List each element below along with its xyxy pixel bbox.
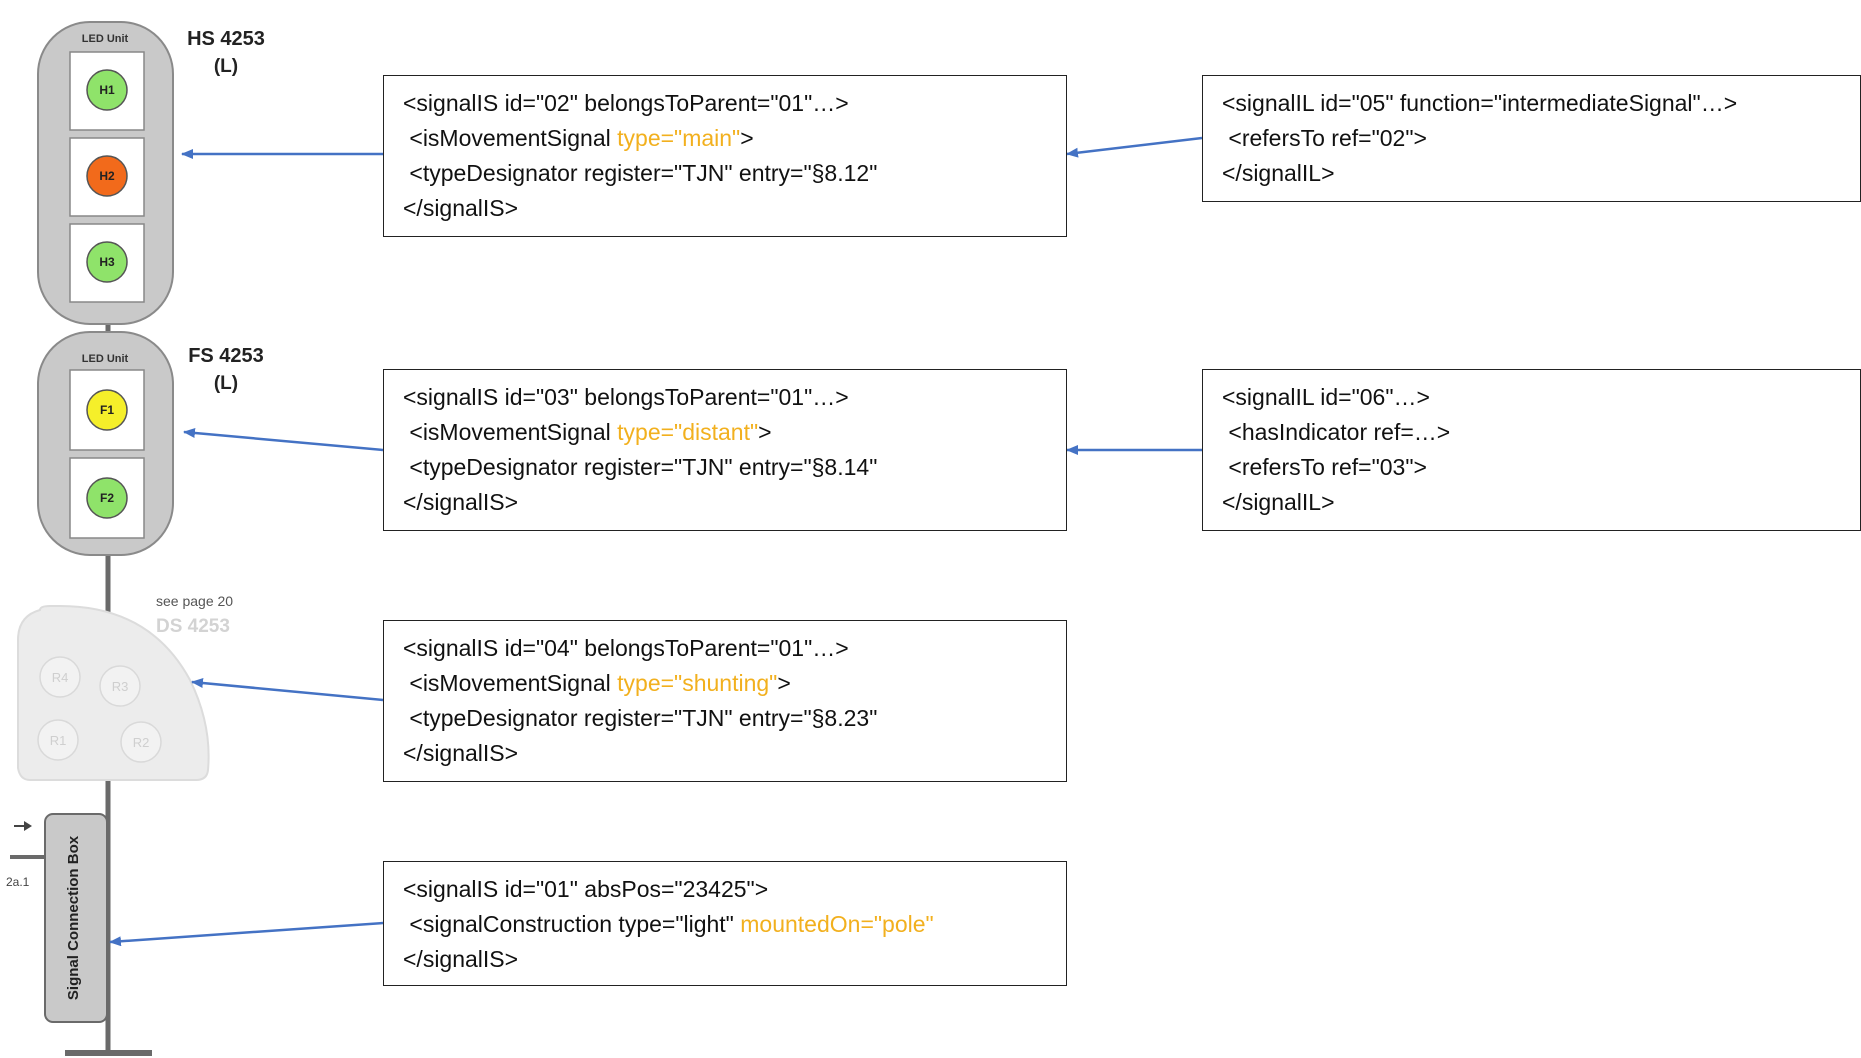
ds-lamp-label-r1: R1 [50,733,67,748]
highlighted-attribute: type="distant" [617,419,759,445]
code-text: <hasIndicator ref=…> [1222,419,1451,445]
signal-connection-box: 2a.1 Signal Connection Box [6,813,108,1023]
code-line: </signalIS> [403,485,1066,520]
arrow-box04-to-ds [191,678,384,702]
code-text: <signalConstruction type="light" [403,911,741,937]
fs-lamp-label-f1: F1 [100,403,114,417]
arrow-box05-to-box02 [1066,136,1203,158]
code-line: <hasIndicator ref=…> [1222,415,1860,450]
fs-side: (L) [214,373,238,394]
ds-lamp-r2 [120,721,162,763]
code-line: </signalIL> [1222,485,1860,520]
code-line: </signalIS> [403,191,1066,226]
code-line: <isMovementSignal type="distant"> [403,415,1066,450]
fs-lamp-label-f2: F2 [100,491,114,505]
code-line: <typeDesignator register="TJN" entry="§8… [403,156,1066,191]
ds-lamp-label-r3: R3 [112,679,129,694]
code-line: </signalIS> [403,942,1066,977]
code-box-signal-04: <signalIS id="04" belongsToParent="01"…>… [383,620,1067,782]
fs-lamp-f1 [86,389,128,431]
code-text: <signalIS id="01" absPos="23425"> [403,876,769,902]
hs-lamp-label-h2: H2 [99,169,115,183]
code-text: <refersTo ref="03"> [1222,454,1427,480]
hs-lamp-label-h3: H3 [99,255,115,269]
hs-unit-label: LED Unit [82,33,129,45]
code-line: <isMovementSignal type="main"> [403,121,1066,156]
code-text: </signalIS> [403,489,519,515]
hs-title: HS 4253 [187,28,265,50]
ds-lamp-label-r2: R2 [133,735,150,750]
code-text: <isMovementSignal [403,419,618,445]
box-label: Signal Connection Box [65,835,82,1000]
code-line: <refersTo ref="02"> [1222,121,1860,156]
input-arrow-head [24,821,32,831]
hs-lamp-h3 [86,241,128,283]
code-text: </signalIS> [403,740,519,766]
highlighted-attribute: type="shunting" [617,670,778,696]
code-text: <isMovementSignal [403,670,618,696]
code-text: <refersTo ref="02"> [1222,125,1427,151]
distant-signal-fs: LED Unit F1 F2 FS 4253 (L) [37,331,264,556]
code-line: <signalIS id="02" belongsToParent="01"…> [403,86,1066,121]
fs-unit-label: LED Unit [82,353,129,365]
arrow-box01-to-connection-box [109,921,384,947]
code-text: <typeDesignator register="TJN" entry="§8… [403,705,878,731]
code-line: <signalIL id="06"…> [1222,380,1860,415]
code-text: <signalIS id="03" belongsToParent="01"…> [403,384,849,410]
highlighted-attribute: type="main" [617,125,741,151]
code-box-signal-06: <signalIL id="06"…> <hasIndicator ref=…>… [1202,369,1861,531]
code-text: </signalIL> [1222,489,1335,515]
code-text: > [777,670,791,696]
code-text: > [740,125,754,151]
connector-arrows [109,136,1203,947]
ds-lamp-r4 [39,656,81,698]
hs-lamp-h1 [86,69,128,111]
ds-note: see page 20 [156,593,233,609]
code-line: <typeDesignator register="TJN" entry="§8… [403,701,1066,736]
ds-title: DS 4253 [156,616,230,637]
code-line: <refersTo ref="03"> [1222,450,1860,485]
code-text: <typeDesignator register="TJN" entry="§8… [403,454,878,480]
code-text: </signalIS> [403,946,519,972]
code-line: </signalIL> [1222,156,1860,191]
code-line: </signalIS> [403,736,1066,771]
box-line-label: 2a.1 [6,875,30,889]
hs-lamp-label-h1: H1 [99,83,115,97]
code-text: <signalIL id="05" function="intermediate… [1222,90,1738,116]
main-signal-hs: LED Unit H1 H2 H3 HS 4253 (L) [37,21,265,325]
code-text: <signalIS id="02" belongsToParent="01"…> [403,90,849,116]
fs-title: FS 4253 [188,345,264,367]
code-line: <isMovementSignal type="shunting"> [403,666,1066,701]
code-box-signal-02: <signalIS id="02" belongsToParent="01"…>… [383,75,1067,237]
box-body [44,813,108,1023]
shunting-signal-ds: R4 R3 R1 R2 see page 20 DS 4253 [17,593,233,781]
code-text: <isMovementSignal [403,125,618,151]
code-line: <signalIS id="03" belongsToParent="01"…> [403,380,1066,415]
fs-lamp-f2 [86,477,128,519]
hs-lamp-h2 [86,155,128,197]
code-line: <signalIL id="05" function="intermediate… [1222,86,1860,121]
code-text: <typeDesignator register="TJN" entry="§8… [403,160,878,186]
ds-lamp-label-r4: R4 [52,670,69,685]
code-box-signal-03: <signalIS id="03" belongsToParent="01"…>… [383,369,1067,531]
code-line: <signalIS id="04" belongsToParent="01"…> [403,631,1066,666]
code-line: <typeDesignator register="TJN" entry="§8… [403,450,1066,485]
code-line: <signalConstruction type="light" mounted… [403,907,1066,942]
code-box-signal-01: <signalIS id="01" absPos="23425"> <signa… [383,861,1067,986]
ds-lamp-r1 [37,719,79,761]
code-text: > [758,419,772,445]
ds-lamp-r3 [99,665,141,707]
code-line: <signalIS id="01" absPos="23425"> [403,872,1066,907]
code-text: </signalIL> [1222,160,1335,186]
arrow-box03-to-fs [183,428,384,452]
code-box-signal-05: <signalIL id="05" function="intermediate… [1202,75,1861,202]
code-text: </signalIS> [403,195,519,221]
highlighted-attribute: mountedOn="pole" [740,911,934,937]
hs-side: (L) [214,56,238,77]
code-text: <signalIL id="06"…> [1222,384,1430,410]
code-text: <signalIS id="04" belongsToParent="01"…> [403,635,849,661]
